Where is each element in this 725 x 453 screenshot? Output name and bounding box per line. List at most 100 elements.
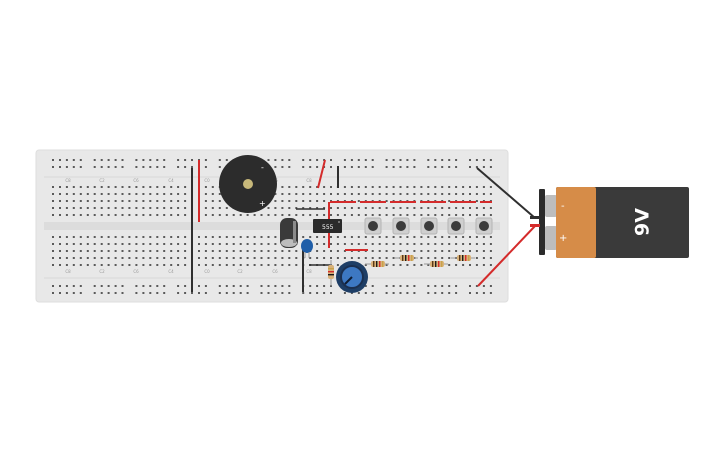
breadboard-hole bbox=[420, 193, 423, 195]
breadboard-hole bbox=[434, 257, 437, 259]
breadboard-hole bbox=[364, 193, 367, 195]
breadboard-hole bbox=[121, 200, 124, 202]
breadboard-hole bbox=[343, 186, 346, 188]
pushbutton-cap[interactable] bbox=[479, 221, 489, 231]
breadboard-hole bbox=[441, 243, 444, 245]
resistor[interactable] bbox=[394, 255, 418, 261]
breadboard-hole bbox=[392, 250, 395, 252]
ic-555-chip[interactable]: 555 bbox=[313, 219, 342, 233]
breadboard-hole bbox=[218, 250, 221, 252]
breadboard-hole bbox=[246, 236, 249, 238]
breadboard-hole bbox=[218, 193, 221, 195]
resistor-band bbox=[408, 255, 410, 261]
breadboard-hole bbox=[72, 257, 75, 259]
battery-9v[interactable]: - + 9V bbox=[530, 187, 689, 258]
breadboard-hole bbox=[302, 236, 305, 238]
breadboard-hole bbox=[79, 264, 82, 266]
breadboard-hole bbox=[211, 243, 214, 245]
pushbutton-cap[interactable] bbox=[451, 221, 461, 231]
breadboard-hole bbox=[427, 257, 430, 259]
resistor-band bbox=[462, 255, 464, 261]
breadboard-hole bbox=[462, 186, 465, 188]
wire-red-top-diagonal[interactable] bbox=[317, 159, 326, 189]
breadboard-hole bbox=[371, 236, 374, 238]
breadboard-hole bbox=[260, 214, 263, 216]
breadboard-hole bbox=[399, 186, 402, 188]
breadboard-hole bbox=[455, 292, 458, 294]
breadboard-hole bbox=[232, 243, 235, 245]
pushbutton-cap[interactable] bbox=[368, 221, 378, 231]
breadboard-hole bbox=[79, 159, 82, 161]
breadboard-hole bbox=[79, 250, 82, 252]
breadboard-hole bbox=[281, 186, 284, 188]
breadboard-hole bbox=[218, 243, 221, 245]
breadboard-hole bbox=[267, 250, 270, 252]
pushbutton[interactable] bbox=[420, 217, 438, 235]
breadboard-hole bbox=[198, 236, 200, 238]
pushbutton[interactable] bbox=[364, 217, 382, 235]
wires[interactable] bbox=[191, 159, 536, 292]
breadboard-hole bbox=[149, 264, 152, 266]
breadboard-hole bbox=[239, 214, 242, 216]
breadboard-hole bbox=[198, 264, 200, 266]
breadboard-hole bbox=[184, 200, 187, 202]
electrolytic-capacitor[interactable] bbox=[280, 218, 298, 248]
breadboard-hole bbox=[448, 200, 451, 202]
breadboard-hole bbox=[288, 159, 291, 161]
pushbutton-cap[interactable] bbox=[424, 221, 434, 231]
resistor[interactable] bbox=[365, 261, 389, 267]
breadboard-hole bbox=[225, 243, 228, 245]
breadboard-hole bbox=[128, 250, 131, 252]
breadboard-hole bbox=[475, 285, 478, 287]
breadboard-hole bbox=[170, 257, 173, 259]
breadboard-hole bbox=[93, 285, 96, 287]
resistor[interactable] bbox=[424, 261, 448, 267]
breadboard-hole bbox=[267, 257, 270, 259]
potentiometer[interactable] bbox=[336, 261, 368, 293]
resistor[interactable] bbox=[451, 255, 475, 261]
column-label: C8 bbox=[65, 269, 71, 274]
piezo-buzzer[interactable]: - + bbox=[219, 155, 277, 213]
breadboard-hole bbox=[343, 250, 346, 252]
wire-black-battery-negative[interactable] bbox=[476, 167, 536, 219]
breadboard-hole bbox=[52, 200, 54, 202]
breadboard-hole bbox=[204, 166, 207, 168]
pushbutton-cap[interactable] bbox=[396, 221, 406, 231]
wire-red-battery-positive[interactable] bbox=[477, 225, 536, 287]
ceramic-capacitor[interactable] bbox=[301, 239, 313, 258]
breadboard-hole bbox=[371, 193, 374, 195]
breadboard-hole bbox=[434, 292, 437, 294]
pushbuttons[interactable] bbox=[364, 217, 493, 235]
breadboard-hole bbox=[59, 166, 61, 168]
pushbutton[interactable] bbox=[447, 217, 465, 235]
breadboard-hole bbox=[59, 200, 61, 202]
breadboard-hole bbox=[288, 186, 291, 188]
breadboard-hole bbox=[323, 186, 326, 188]
breadboard-hole bbox=[93, 264, 96, 266]
breadboard-hole bbox=[114, 257, 117, 259]
breadboard-hole bbox=[420, 214, 423, 216]
breadboard-hole bbox=[121, 236, 124, 238]
breadboard-hole bbox=[107, 186, 110, 188]
breadboard-hole bbox=[330, 257, 332, 259]
breadboard-hole bbox=[413, 166, 416, 168]
breadboard-hole bbox=[218, 264, 221, 266]
pushbutton[interactable] bbox=[392, 217, 410, 235]
breadboard-hole bbox=[149, 292, 152, 294]
resistor-vertical[interactable] bbox=[328, 260, 334, 286]
breadboard-hole bbox=[142, 243, 145, 245]
pushbutton[interactable] bbox=[475, 217, 493, 235]
breadboard-hole bbox=[163, 166, 166, 168]
breadboard-hole bbox=[142, 186, 145, 188]
breadboard-hole bbox=[107, 250, 110, 252]
buzzer-center bbox=[243, 179, 253, 189]
breadboard-hole bbox=[413, 193, 416, 195]
resistors[interactable] bbox=[328, 255, 475, 286]
breadboard-hole bbox=[100, 186, 103, 188]
breadboard-hole bbox=[239, 285, 242, 287]
battery-lead-negative bbox=[530, 216, 540, 219]
breadboard-hole bbox=[135, 250, 138, 252]
column-label: C8 bbox=[306, 269, 312, 274]
